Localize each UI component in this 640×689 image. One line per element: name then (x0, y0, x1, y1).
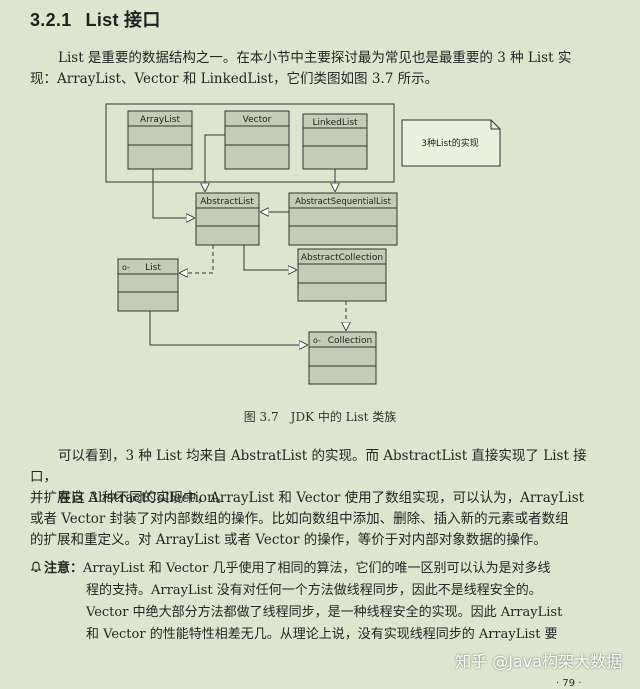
class-arraylist-label: ArrayList (140, 115, 180, 125)
class-vector-label: Vector (243, 115, 272, 125)
class-abstractsequentiallist: AbstractSequentialList (288, 192, 398, 246)
interface-collection: o- Collection (308, 331, 377, 385)
watermark: 知乎 @Java构架大数据 (455, 652, 622, 671)
page-number: · 79 · (556, 678, 582, 689)
edge-list-collection (149, 311, 307, 345)
edge-vector-abstractlist (205, 134, 225, 191)
class-diagram: ArrayList Vector LinkedList 3种List的实现 (105, 103, 501, 385)
interface-collection-marker: o- (313, 336, 321, 345)
edge-abstractlist-abstractcollection (243, 245, 296, 270)
paragraph-2-line-2: 并扩展自 AbstractCollection。 (30, 490, 230, 506)
class-arraylist: ArrayList (127, 110, 193, 170)
class-vector: Vector (224, 110, 290, 170)
note-label: 注意： (44, 561, 84, 576)
implementations-frame (105, 103, 395, 183)
intro-line-2: 现：ArrayList、Vector 和 LinkedList，它们类图如图 3… (30, 71, 439, 87)
class-abstractsequentiallist-label: AbstractSequentialList (295, 197, 391, 207)
class-abstractcollection-label: AbstractCollection (301, 253, 383, 263)
class-abstractcollection: AbstractCollection (297, 248, 387, 302)
class-abstractlist: AbstractList (195, 192, 260, 246)
interface-collection-label: Collection (328, 336, 373, 346)
class-abstractlist-label: AbstractList (200, 197, 254, 207)
interface-list-marker: o- (122, 263, 130, 272)
edge-abstractlist-list (180, 245, 214, 273)
diagram-note: 3种List的实现 (401, 119, 501, 167)
class-linkedlist: LinkedList (302, 113, 368, 170)
note-block: 注意：ArrayList 和 Vector 几乎使用了相同的算法，它们的唯一区别… (30, 558, 610, 646)
diagram-note-text: 3种List的实现 (421, 137, 478, 149)
intro-line-1: List 是重要的数据结构之一。在本小节中主要探讨最为常见也是最重要的 3 种 … (58, 50, 572, 66)
intro-paragraph: List 是重要的数据结构之一。在本小节中主要探讨最为常见也是最重要的 3 种 … (30, 48, 610, 90)
paragraph-2-line-1: 可以看到，3 种 List 均来自 AbstratList 的实现。而 Abst… (30, 448, 587, 485)
note-line-3: Vector 中绝大部分方法都做了线程同步，是一种线程安全的实现。因此 Arra… (86, 605, 563, 620)
section-number: 3.2.1 (30, 10, 72, 30)
note-line-1: 注意：ArrayList 和 Vector 几乎使用了相同的算法，它们的唯一区别… (30, 558, 610, 580)
edge-arraylist-abstractlist (152, 169, 194, 218)
paragraph-3-line-3: 的扩展和重定义。对 ArrayList 或者 Vector 的操作，等价于对内部… (30, 532, 547, 548)
note-line-2: 程的支持。ArrayList 没有对任何一个方法做线程同步，因此不是线程安全的。 (86, 583, 542, 598)
section-title: List 接口 (85, 10, 161, 30)
class-linkedlist-label: LinkedList (312, 118, 358, 128)
paragraph-3-line-1: 在这 3 种不同的实现中，ArrayList 和 Vector 使用了数组实现，… (58, 490, 585, 506)
note-text-1: ArrayList 和 Vector 几乎使用了相同的算法，它们的唯一区别可以认… (83, 561, 551, 576)
interface-list-label: List (145, 263, 161, 273)
figure-caption: 图 3.7 JDK 中的 List 类族 (243, 410, 397, 424)
bell-icon (30, 561, 42, 573)
paragraph-2: 可以看到，3 种 List 均来自 AbstratList 的实现。而 Abst… (30, 446, 610, 509)
section-heading: 3.2.1 List 接口 (30, 6, 161, 32)
paragraph-3-line-2: 或者 Vector 封装了对内部数组的操作。比如向数组中添加、删除、插入新的元素… (30, 511, 569, 527)
interface-list: o- List (117, 258, 179, 312)
note-line-4: 和 Vector 的性能特性相差无几。从理论上说，没有实现线程同步的 Array… (86, 627, 558, 642)
paragraph-3: 在这 3 种不同的实现中，ArrayList 和 Vector 使用了数组实现，… (30, 488, 610, 551)
